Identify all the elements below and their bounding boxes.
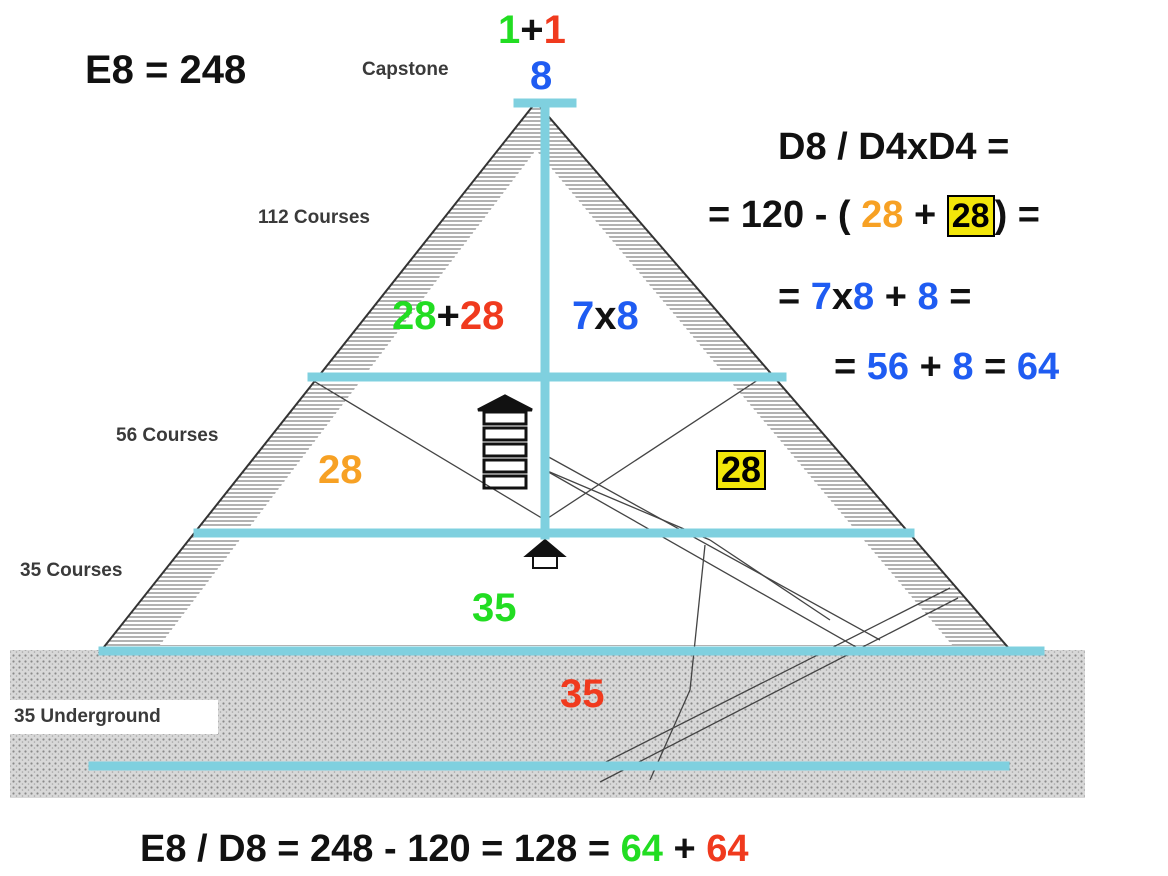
guide-lines bbox=[88, 98, 1045, 771]
equation-line-3-plus: + bbox=[884, 276, 907, 318]
region-upper-right-b: 8 bbox=[616, 294, 639, 338]
capstone-value: 8 bbox=[530, 54, 553, 98]
region-upper-left-plus: + bbox=[436, 294, 460, 338]
region-middle-right: 28 bbox=[716, 450, 767, 490]
equation-line-2-a: 28 bbox=[861, 194, 904, 236]
bottom-equation-a: 64 bbox=[620, 828, 663, 870]
region-upper-right-a: 7 bbox=[572, 294, 595, 338]
equation-line-4-plus: + bbox=[919, 346, 942, 388]
equation-line-4-c: 64 bbox=[1016, 346, 1060, 388]
region-middle-left: 28 bbox=[318, 448, 363, 492]
bottom-equation-b: 64 bbox=[706, 828, 749, 870]
label-56-courses: 56 Courses bbox=[116, 425, 219, 446]
equation-line-2-b: 28 bbox=[946, 195, 995, 237]
equation-line-2-plus: + bbox=[913, 194, 937, 236]
equation-line-2: = 120 - ( 28 + 28) = bbox=[708, 194, 1040, 237]
underground-label-box bbox=[10, 700, 218, 734]
equation-line-4-eq: = bbox=[984, 346, 1007, 388]
capstone-sum-left: 1 bbox=[498, 8, 521, 52]
region-upper-right-x: x bbox=[594, 294, 617, 338]
region-upper-left-b: 28 bbox=[459, 294, 505, 338]
region-lower: 35 bbox=[472, 586, 517, 630]
equation-line-2-prefix: = 120 - ( bbox=[708, 194, 851, 236]
pyramid-interior bbox=[160, 150, 952, 645]
label-35-underground: 35 Underground bbox=[14, 706, 161, 727]
region-underground: 35 bbox=[560, 672, 605, 716]
equation-line-3-a: 7 bbox=[810, 276, 832, 318]
equation-line-4-a: 56 bbox=[866, 346, 910, 388]
label-35-courses: 35 Courses bbox=[20, 560, 123, 581]
capstone-sum-plus: + bbox=[520, 8, 544, 52]
label-112-courses: 112 Courses bbox=[258, 207, 370, 228]
equation-line-3-suffix: = bbox=[949, 276, 972, 318]
queens-chamber-icon bbox=[523, 538, 567, 569]
region-upper-left: 28+28 bbox=[392, 296, 504, 336]
bottom-equation-prefix: E8 / D8 = 248 - 120 = 128 = bbox=[140, 828, 611, 870]
region-upper-left-a: 28 bbox=[392, 294, 437, 338]
capstone-label: Capstone bbox=[362, 59, 449, 80]
equation-line-3: = 7x8 + 8 = bbox=[778, 278, 971, 316]
capstone-sum: 1+1 bbox=[498, 10, 566, 50]
e8-label: E8 = 248 bbox=[85, 48, 247, 92]
equation-line-1: D8 / D4xD4 = bbox=[778, 126, 1010, 168]
equation-line-3-x: x bbox=[831, 276, 854, 318]
equation-line-4: = 56 + 8 = 64 bbox=[834, 348, 1059, 386]
equation-line-3-prefix: = bbox=[778, 276, 801, 318]
region-upper-right: 7x8 bbox=[572, 296, 639, 336]
bottom-equation-plus: + bbox=[673, 828, 696, 870]
equation-line-3-c: 8 bbox=[917, 276, 939, 318]
equation-line-4-b: 8 bbox=[952, 346, 974, 388]
equation-line-2-suffix: ) = bbox=[994, 194, 1040, 236]
bottom-equation: E8 / D8 = 248 - 120 = 128 = 64 + 64 bbox=[140, 830, 749, 868]
equation-line-4-prefix: = bbox=[834, 346, 857, 388]
capstone-sum-right: 1 bbox=[543, 8, 566, 52]
kings-chamber-icon bbox=[477, 394, 533, 490]
equation-line-3-b: 8 bbox=[853, 276, 875, 318]
